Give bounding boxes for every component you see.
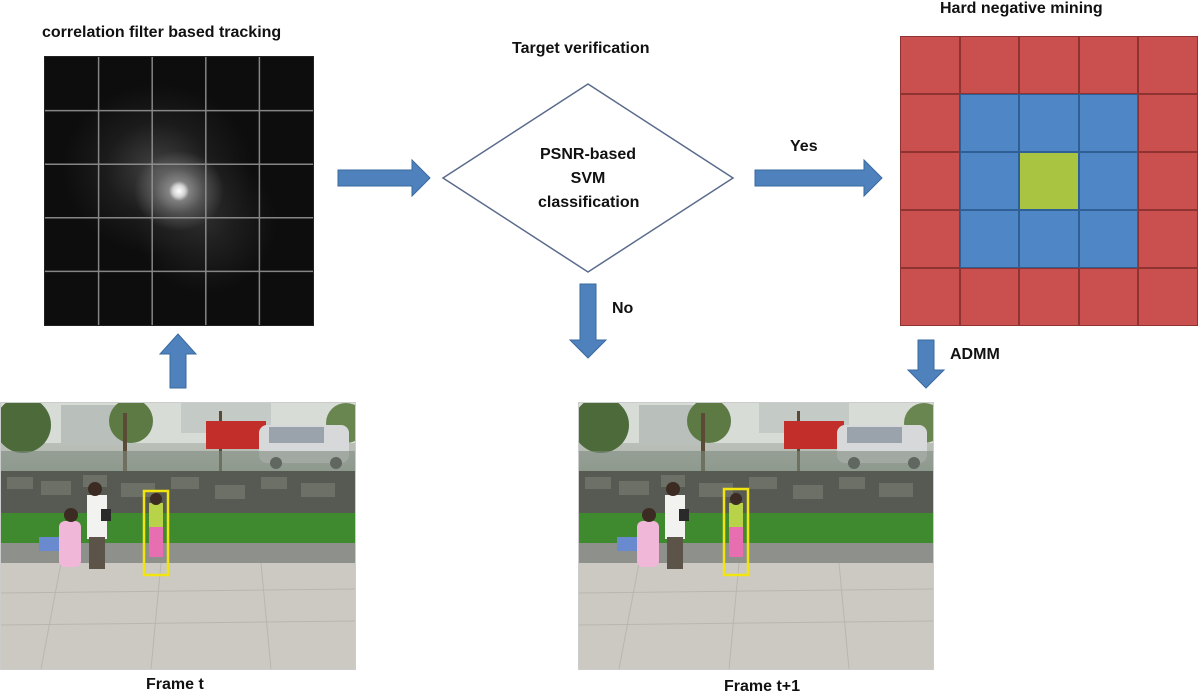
arrow-admm bbox=[906, 339, 946, 389]
grid-cell-blue bbox=[1019, 94, 1079, 152]
frame-t-image bbox=[0, 402, 356, 670]
arrow-yes bbox=[754, 158, 883, 198]
frame-t1-image bbox=[578, 402, 934, 670]
decision-line-3: classification bbox=[538, 194, 640, 211]
grid-cell-red bbox=[1138, 268, 1198, 326]
arrow-to-verification bbox=[337, 158, 431, 198]
grid-cell-red bbox=[1138, 36, 1198, 94]
hard-negative-mining-title: Hard negative mining bbox=[940, 0, 1103, 17]
grid-cell-blue bbox=[959, 152, 1020, 210]
grid-cell-blue bbox=[1078, 152, 1139, 210]
grid-cell-red bbox=[1019, 268, 1079, 326]
grid-cell-red bbox=[959, 36, 1020, 94]
grid-cell-red bbox=[900, 152, 960, 210]
no-label: No bbox=[612, 300, 634, 317]
grid-cell-blue bbox=[959, 94, 1020, 152]
target-verification-title: Target verification bbox=[512, 40, 650, 57]
grid-cell-green bbox=[1019, 152, 1079, 210]
grid-cell-red bbox=[1138, 94, 1198, 152]
correlation-response-map bbox=[44, 56, 314, 326]
decision-line-1: PSNR-based bbox=[539, 146, 637, 163]
frame-t1-caption: Frame t+1 bbox=[724, 678, 801, 695]
grid-cell-red bbox=[1138, 210, 1198, 268]
grid-cell-red bbox=[900, 36, 960, 94]
grid-cell-red bbox=[1078, 268, 1139, 326]
arrow-no bbox=[568, 283, 608, 359]
grid-cell-blue bbox=[1019, 210, 1079, 268]
frame-t-scene bbox=[1, 403, 355, 669]
response-map-grid bbox=[45, 57, 313, 325]
frame-t-caption: Frame t bbox=[146, 676, 204, 693]
grid-cell-red bbox=[1019, 36, 1079, 94]
yes-label: Yes bbox=[790, 138, 818, 155]
frame-t1-scene bbox=[579, 403, 933, 669]
grid-cell-blue bbox=[959, 210, 1020, 268]
grid-cell-red bbox=[900, 268, 960, 326]
grid-cell-red bbox=[1078, 36, 1139, 94]
admm-label: ADMM bbox=[950, 346, 1000, 363]
hard-negative-mining-grid bbox=[900, 36, 1198, 326]
cf-tracking-title: correlation filter based tracking bbox=[42, 24, 282, 41]
grid-cell-blue bbox=[1078, 94, 1139, 152]
arrow-up-from-frame bbox=[158, 333, 198, 389]
decision-diamond bbox=[441, 83, 735, 273]
grid-cell-red bbox=[1138, 152, 1198, 210]
grid-cell-red bbox=[900, 94, 960, 152]
grid-cell-blue bbox=[1078, 210, 1139, 268]
grid-cell-red bbox=[900, 210, 960, 268]
grid-cell-red bbox=[959, 268, 1020, 326]
decision-line-2: SVM bbox=[570, 170, 606, 187]
